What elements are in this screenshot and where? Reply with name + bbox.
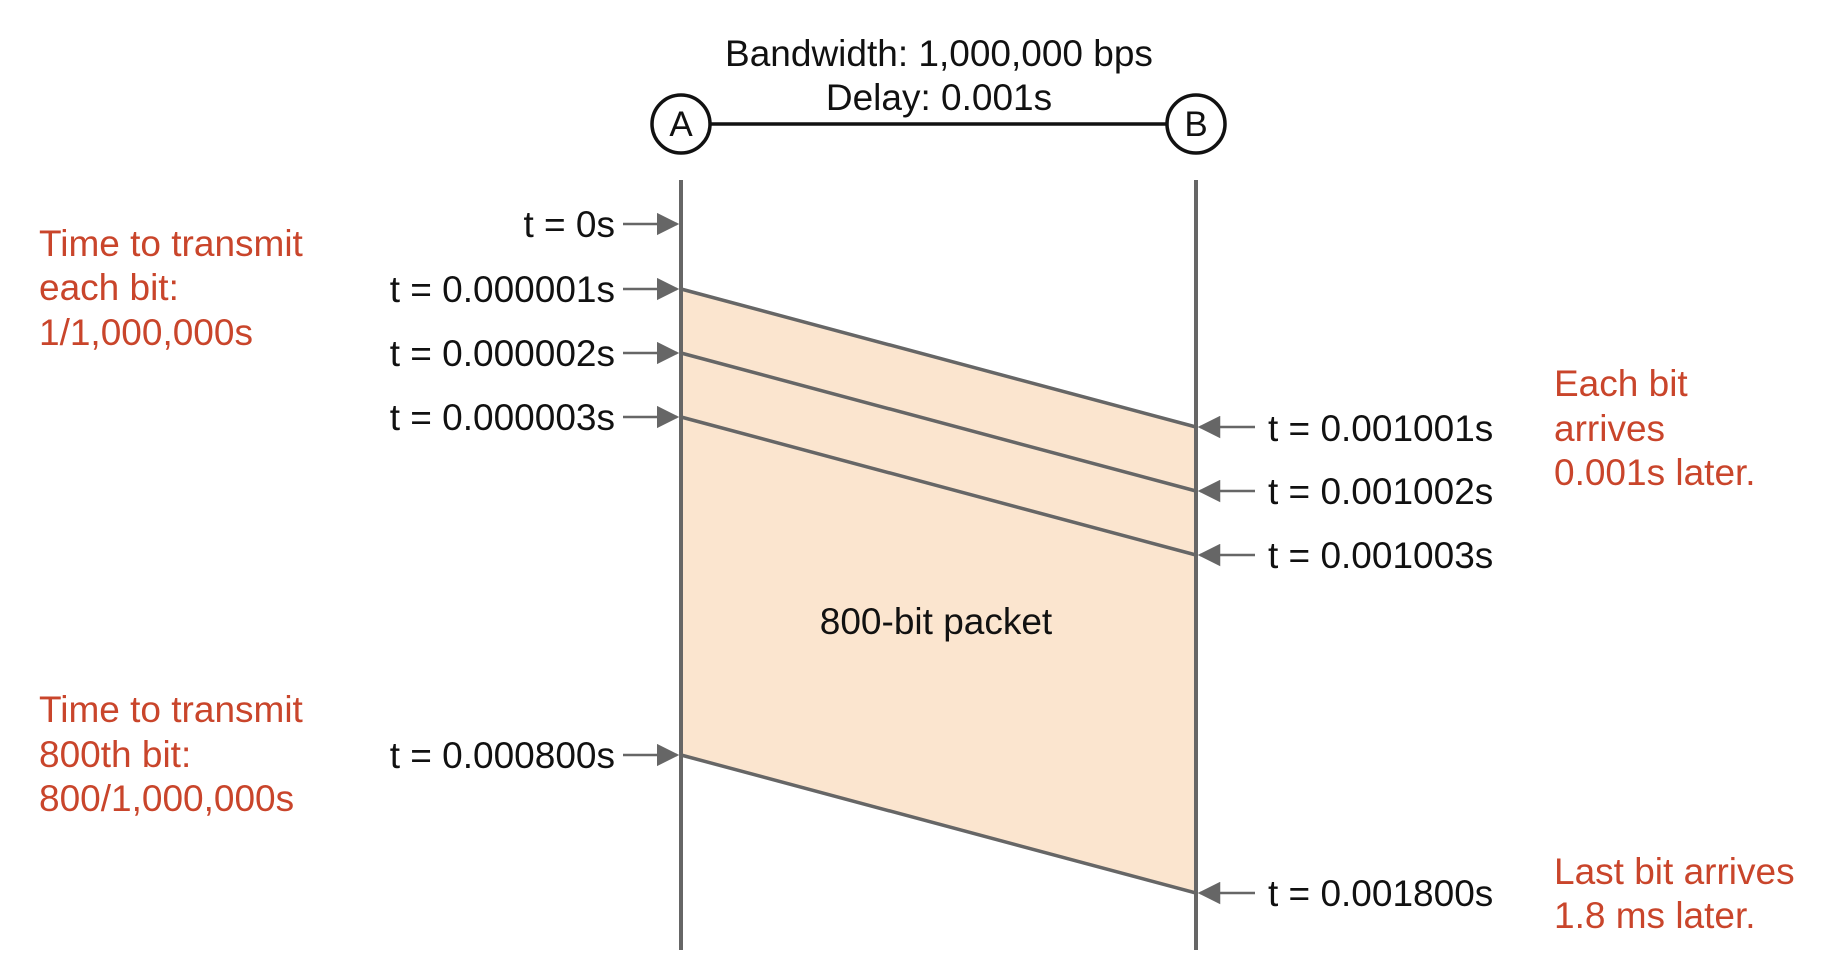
send-time-label: t = 0.000002s: [390, 333, 615, 374]
note-line: arrives: [1554, 408, 1665, 449]
per-bit-note: Time to transmit each bit: 1/1,000,000s: [39, 223, 304, 353]
arrive-time-label: t = 0.001002s: [1268, 471, 1493, 512]
bit-2-line: [680, 351, 1197, 493]
node-b-label: B: [1184, 105, 1207, 144]
send-time-label: t = 0.000800s: [390, 735, 615, 776]
arrive-time-label: t = 0.001001s: [1268, 408, 1493, 449]
note-line: Time to transmit: [39, 689, 304, 730]
node-b: B: [1165, 93, 1227, 155]
bit-800-line: [680, 753, 1197, 895]
note-line: 1/1,000,000s: [39, 312, 253, 353]
packet-label: 800-bit packet: [820, 601, 1053, 642]
last-arrival-note: Last bit arrives 1.8 ms later.: [1554, 851, 1795, 936]
send-time-label: t = 0.000003s: [390, 397, 615, 438]
packet-region: [681, 289, 1196, 893]
note-line: 800/1,000,000s: [39, 778, 294, 819]
note-line: Each bit: [1554, 363, 1688, 404]
node-a-label: A: [669, 105, 693, 144]
arrive-time-label: t = 0.001003s: [1268, 535, 1493, 576]
delay-label: Delay: 0.001s: [826, 77, 1052, 118]
send-time-label: t = 0.000001s: [390, 269, 615, 310]
send-time-label: t = 0s: [523, 204, 615, 245]
arrival-note: Each bit arrives 0.001s later.: [1554, 363, 1756, 493]
bit-1-line: [680, 287, 1197, 429]
last-bit-note: Time to transmit 800th bit: 800/1,000,00…: [39, 689, 304, 819]
bit-3-line: [680, 415, 1197, 557]
note-line: 1.8 ms later.: [1554, 895, 1756, 936]
arrive-time-label: t = 0.001800s: [1268, 873, 1493, 914]
note-line: Time to transmit: [39, 223, 304, 264]
note-line: each bit:: [39, 267, 179, 308]
note-line: 0.001s later.: [1554, 452, 1756, 493]
note-line: Last bit arrives: [1554, 851, 1795, 892]
node-a: A: [650, 93, 712, 155]
note-line: 800th bit:: [39, 734, 191, 775]
bandwidth-label: Bandwidth: 1,000,000 bps: [725, 33, 1153, 74]
